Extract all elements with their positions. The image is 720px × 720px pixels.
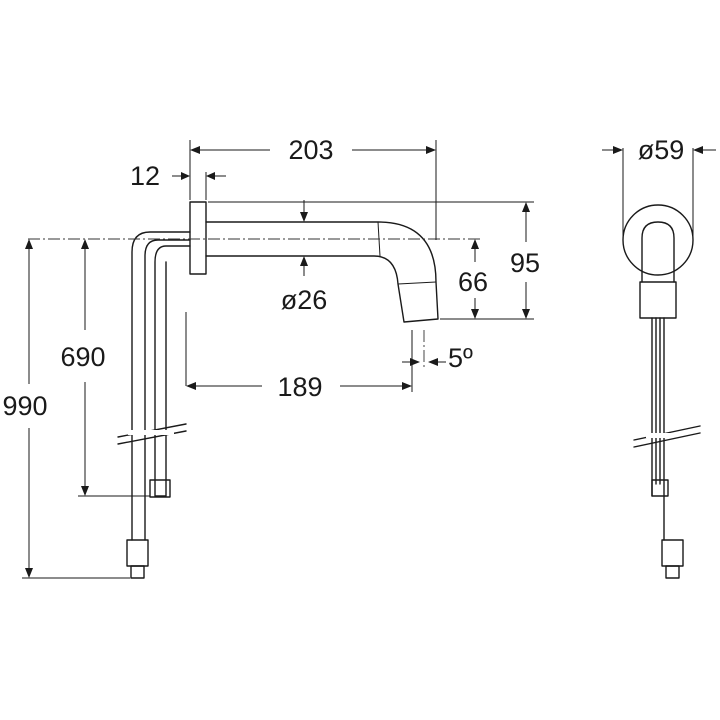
front-connector-top — [661, 539, 684, 567]
dim-angle-label: 5º — [448, 343, 473, 373]
dim-66: 66 — [458, 239, 488, 319]
break-gap — [128, 430, 174, 435]
connector-top — [126, 539, 149, 567]
supply-pipe-rear — [154, 245, 191, 497]
supply-pipe-inner — [144, 239, 191, 541]
dim-66-label: 66 — [458, 267, 488, 297]
dim-203-label: 203 — [288, 135, 333, 165]
front-connector-tip — [665, 565, 680, 579]
dim-690: 690 — [60, 239, 150, 497]
front-view: ø59 — [602, 135, 716, 579]
front-pipe — [651, 317, 665, 541]
break-line — [117, 430, 187, 445]
connector-tip — [130, 565, 145, 579]
spout-front — [641, 221, 675, 283]
dim-59-label: ø59 — [638, 135, 685, 165]
dim-59: ø59 — [602, 135, 716, 236]
dim-990: 990 — [2, 239, 130, 579]
front-pipe-inner — [655, 317, 661, 485]
dim-95: 95 — [208, 201, 540, 320]
dim-690-label: 690 — [60, 342, 105, 372]
side-view: 203 12 ø26 95 — [2, 135, 540, 579]
front-valve — [651, 479, 669, 497]
dim-angle: 5º — [402, 343, 473, 373]
dim-12-label: 12 — [130, 161, 160, 191]
front-break-gap — [646, 433, 672, 438]
rosette — [622, 204, 694, 276]
dim-990-label: 990 — [2, 391, 47, 421]
dim-12: 12 — [130, 161, 226, 200]
wall-plate — [189, 201, 207, 275]
dim-189-label: 189 — [277, 372, 322, 402]
supply-pipe-outer — [131, 231, 191, 541]
spout-joint — [397, 281, 437, 285]
check-valve — [149, 479, 171, 498]
spout-nozzle — [639, 281, 677, 319]
dim-26: ø26 — [281, 200, 328, 315]
dim-95-label: 95 — [510, 248, 540, 278]
dim-203: 203 — [189, 135, 437, 240]
dim-189: 189 — [185, 312, 413, 402]
dim-26-label: ø26 — [281, 285, 328, 315]
